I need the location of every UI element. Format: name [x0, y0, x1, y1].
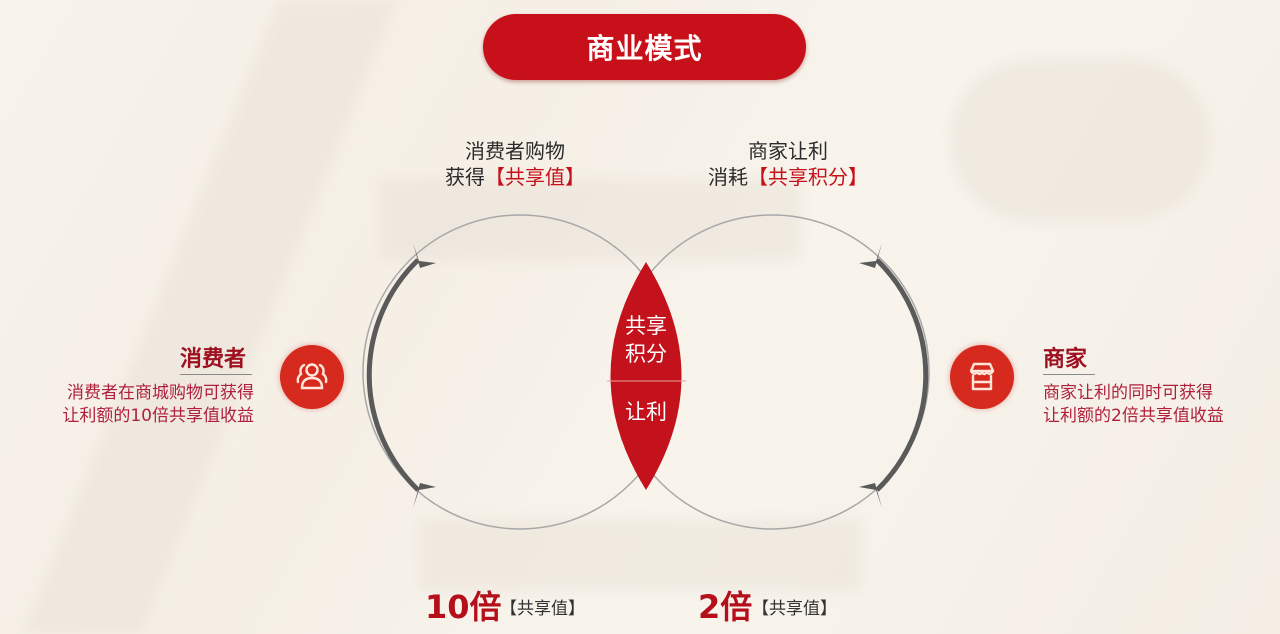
- arrowhead-icon: [413, 243, 436, 268]
- consumer-icon-badge: [280, 345, 344, 409]
- background-shape: [420, 520, 860, 590]
- background-shape: [950, 60, 1210, 220]
- arrowhead-icon: [413, 483, 436, 508]
- caption-consumer-shopping: 消费者购物 获得【共享值】: [445, 139, 585, 189]
- consumer-multiplier-label: 【共享值】: [500, 599, 585, 619]
- consumer-description: 消费者在商城购物可获得 让利额的10倍共享值收益: [62, 383, 254, 426]
- page-title: 商业模式: [483, 14, 806, 80]
- users-group-icon: [296, 363, 328, 390]
- right-cycle-arc: [875, 258, 929, 492]
- consumer-multiplier: 10倍: [425, 588, 502, 626]
- merchant-title: 商家: [1043, 347, 1088, 372]
- consumer-divider: [180, 374, 252, 375]
- arrowhead-icon: [859, 483, 882, 508]
- lens-label-discount: 让利: [625, 400, 667, 424]
- storefront-icon: [969, 362, 995, 391]
- caption-merchant-discount: 商家让利 消耗【共享积分】: [708, 139, 868, 189]
- consumer-title: 消费者: [180, 347, 247, 372]
- intersection-lens: [610, 262, 682, 490]
- merchant-divider: [1043, 374, 1095, 375]
- merchant-multiplier: 2倍: [698, 588, 753, 626]
- merchant-icon-badge: [950, 345, 1014, 409]
- left-cycle-arc: [366, 258, 420, 492]
- merchant-multiplier-label: 【共享值】: [752, 599, 837, 619]
- arrowhead-icon: [859, 243, 882, 268]
- lens-label-shared-points: 共享 积分: [625, 314, 667, 366]
- merchant-description: 商家让利的同时可获得 让利额的2倍共享值收益: [1043, 383, 1224, 426]
